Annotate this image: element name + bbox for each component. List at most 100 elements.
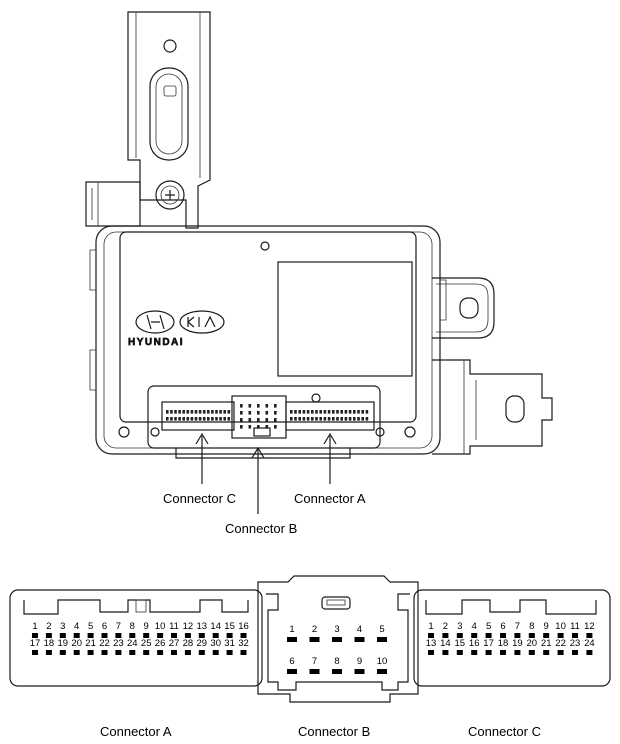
pin-marker xyxy=(514,633,521,638)
module-pin-hole xyxy=(302,410,306,414)
module-pin-hole xyxy=(340,410,343,414)
pin-marker xyxy=(500,633,506,638)
pin-number: 7 xyxy=(515,621,520,632)
module-pin-rows xyxy=(166,404,369,429)
pin-marker xyxy=(87,650,94,655)
module-pin-hole xyxy=(211,410,214,414)
pin-marker xyxy=(129,650,136,655)
module-pin-hole xyxy=(274,404,277,408)
pin-number: 5 xyxy=(486,621,491,632)
module-pin-hole xyxy=(182,417,185,421)
pin-number: 24 xyxy=(584,638,595,649)
pin-marker xyxy=(500,650,506,655)
callout-connector-a: Connector A xyxy=(294,491,366,506)
pin-marker xyxy=(101,633,108,638)
module-pin-hole xyxy=(319,410,322,414)
pin-number: 9 xyxy=(357,656,362,667)
pin-marker xyxy=(157,633,164,638)
module-drawing: HYUNDAI xyxy=(85,11,553,536)
pin-number: 9 xyxy=(544,621,549,632)
module-pin-hole xyxy=(265,418,269,422)
pin-marker xyxy=(32,650,38,655)
pin-marker xyxy=(45,650,52,655)
pin-number: 5 xyxy=(379,624,384,635)
pin-number: 1 xyxy=(289,624,294,635)
module-pin-hole xyxy=(290,410,293,414)
pin-marker xyxy=(240,633,247,638)
pin-marker xyxy=(87,633,94,638)
pin-number: 1 xyxy=(32,621,37,632)
module-pin-hole xyxy=(323,417,327,421)
pin-marker xyxy=(287,669,297,674)
module-pin-hole xyxy=(361,417,364,421)
pin-marker xyxy=(143,650,150,655)
pin-marker xyxy=(45,633,52,638)
module-housing xyxy=(89,225,447,455)
pin-number: 2 xyxy=(443,621,448,632)
module-pin-hole xyxy=(257,411,260,415)
pin-marker xyxy=(212,633,219,638)
pin-number: 13 xyxy=(197,621,208,632)
module-pin-hole xyxy=(170,410,173,414)
module-pin-hole xyxy=(211,417,214,421)
pin-number: 11 xyxy=(570,621,580,632)
module-pin-hole xyxy=(353,417,356,421)
module-pin-hole xyxy=(357,410,360,414)
pin-number: 9 xyxy=(144,621,149,632)
pin-number: 20 xyxy=(71,638,82,649)
module-pin-hole xyxy=(327,410,331,414)
pin-number: 3 xyxy=(457,621,462,632)
right-mounting-bracket xyxy=(432,277,553,455)
pin-marker xyxy=(309,637,320,642)
pin-marker xyxy=(73,633,80,638)
module-pin-hole xyxy=(174,410,177,414)
pin-number: 31 xyxy=(224,638,235,649)
pin-number: 24 xyxy=(127,638,138,649)
module-pin-hole xyxy=(315,417,318,421)
pin-number: 15 xyxy=(455,638,466,649)
pin-marker xyxy=(115,650,122,655)
module-pin-hole xyxy=(361,410,364,414)
pin-marker xyxy=(332,637,342,642)
callout-leaders xyxy=(195,432,337,514)
module-pin-hole xyxy=(207,410,210,414)
pin-number: 6 xyxy=(289,656,294,667)
pin-marker xyxy=(456,650,463,655)
module-pin-hole xyxy=(248,411,252,415)
module-pin-hole xyxy=(274,411,277,415)
pin-marker xyxy=(528,650,535,655)
pin-marker xyxy=(198,633,205,638)
pin-marker xyxy=(101,650,108,655)
module-pin-hole xyxy=(198,417,202,421)
module-pin-hole xyxy=(219,410,222,414)
module-pin-hole xyxy=(323,410,327,414)
pin-marker xyxy=(586,633,593,638)
module-pin-hole xyxy=(290,417,293,421)
pin-number: 14 xyxy=(210,621,221,632)
pin-marker xyxy=(198,650,205,655)
callout-connector-c: Connector C xyxy=(163,491,236,506)
pin-number: 19 xyxy=(58,638,69,649)
module-pin-hole xyxy=(202,417,206,421)
pin-marker xyxy=(59,633,66,638)
upper-mounting-bracket xyxy=(85,11,211,229)
module-pin-hole xyxy=(306,410,310,414)
module-pin-hole xyxy=(332,410,335,414)
module-pin-hole xyxy=(248,425,252,429)
module-pin-hole xyxy=(178,410,181,414)
pin-marker xyxy=(157,650,164,655)
module-pin-hole xyxy=(319,417,322,421)
pin-marker xyxy=(471,633,478,638)
module-pin-hole xyxy=(227,417,231,421)
pin-number: 5 xyxy=(88,621,93,632)
module-pin-hole xyxy=(227,410,231,414)
module-pin-hole xyxy=(248,404,252,408)
pin-number: 10 xyxy=(555,621,566,632)
module-pin-hole xyxy=(298,410,301,414)
module-pin-hole xyxy=(315,410,318,414)
pin-number: 7 xyxy=(116,621,121,632)
module-pin-hole xyxy=(336,410,339,414)
pin-number: 12 xyxy=(183,621,194,632)
